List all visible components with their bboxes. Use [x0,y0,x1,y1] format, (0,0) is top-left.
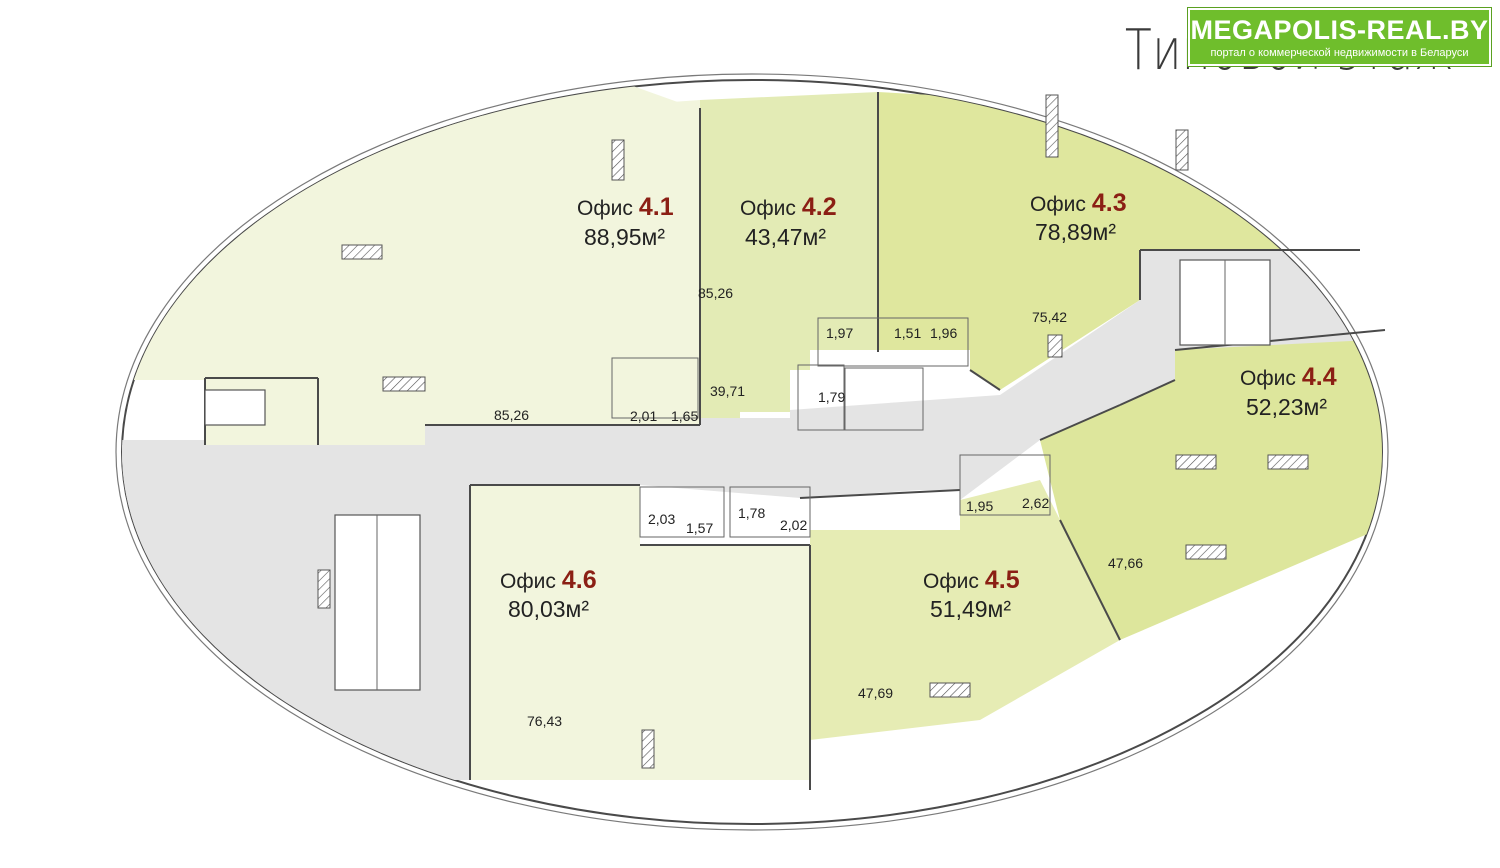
room-area: 1,65 [671,408,698,424]
room-area: 1,79 [818,389,845,405]
office-prefix: Офис [923,570,979,593]
brand-name: MEGAPOLIS-REAL.BY [1190,15,1489,45]
office-prefix: Офис [577,197,633,220]
office-number: 4.2 [802,193,837,221]
office-area: 78,89м² [1035,219,1116,245]
office-number: 4.3 [1092,189,1127,217]
office-number: 4.4 [1302,363,1337,391]
room-area: 1,95 [966,498,993,514]
room-area: 39,71 [710,383,745,399]
office-area: 43,47м² [745,224,826,250]
office-label-4-4: Офис 4.4 52,23м² [1240,363,1337,420]
office-4-4-zone[interactable] [1040,330,1400,640]
room-area: 1,51 [894,325,921,341]
office-area: 88,95м² [584,224,665,250]
office-prefix: Офис [500,570,556,593]
office-label-4-5: Офис 4.5 51,49м² [923,566,1020,622]
office-area: 52,23м² [1246,394,1327,420]
room-area: 75,42 [1032,309,1067,325]
office-4-2-zone[interactable] [700,92,878,425]
office-prefix: Офис [1240,367,1296,390]
restrooms [611,317,1051,538]
building-outline-outer [115,73,1389,831]
room-area: 2,01 [630,408,657,424]
room-area: 1,78 [738,505,765,521]
room-area: 1,96 [930,325,957,341]
room-area: 1,57 [686,520,713,536]
room-area: 47,69 [858,685,893,701]
office-4-6-zone[interactable] [470,485,810,780]
office-label-4-2: Офис 4.2 43,47м² [740,193,837,250]
corridor[interactable] [120,250,1370,780]
brand-tagline: портал о коммерческой недвижимости в Бел… [1210,47,1469,59]
office-area: 51,49м² [930,596,1011,622]
stairs [204,259,1271,691]
room-area: 2,03 [648,511,675,527]
room-area: 47,66 [1108,555,1143,571]
room-area: 76,43 [527,713,562,729]
office-4-5-zone[interactable] [810,480,1120,740]
office-number: 4.5 [985,566,1020,594]
office-number: 4.6 [562,566,597,594]
office-label-4-6: Офис 4.6 80,03м² [500,566,597,622]
office-area: 80,03м² [508,596,589,622]
office-prefix: Офис [740,197,796,220]
room-area: 2,62 [1022,495,1049,511]
office-number: 4.1 [639,193,674,221]
office-label-4-3: Офис 4.3 78,89м² [1030,189,1127,245]
room-area: 1,97 [826,325,853,341]
brand-badge[interactable]: MEGAPOLIS-REAL.BY портал о коммерческой … [1188,8,1491,66]
office-label-4-1: Офис 4.1 88,95м² [577,193,674,250]
room-area: 85,26 [698,285,733,301]
columns [317,94,1309,769]
office-prefix: Офис [1030,193,1086,216]
room-area: 2,02 [780,517,807,533]
room-area: 85,26 [494,407,529,423]
room-area-labels: 85,26 85,26 39,71 2,01 1,65 1,97 1,51 1,… [494,285,1143,729]
